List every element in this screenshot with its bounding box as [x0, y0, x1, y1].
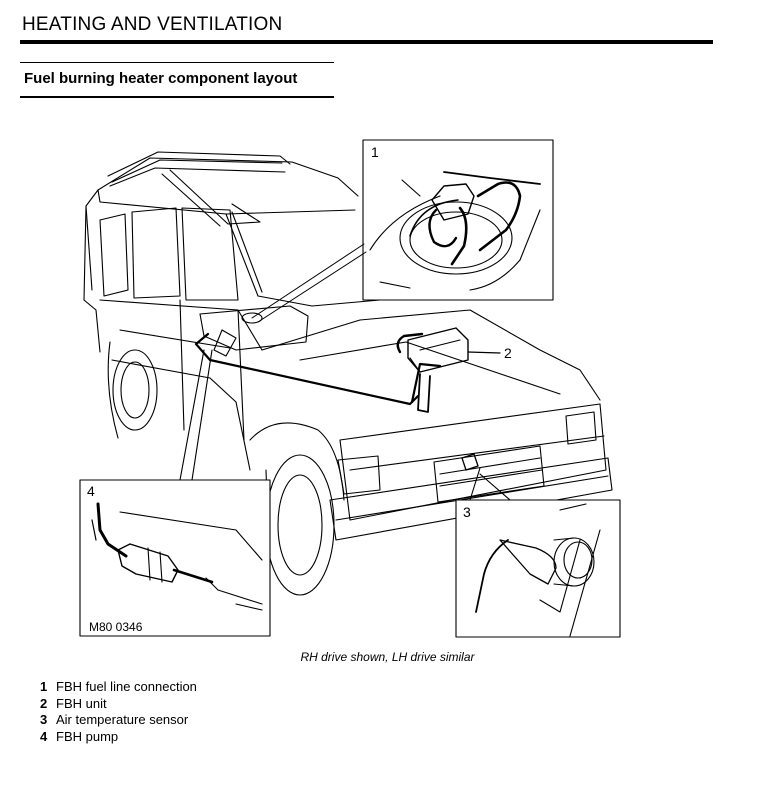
legend-number: 2	[40, 695, 48, 711]
legend-label: FBH unit	[56, 695, 107, 711]
component-legend: 1 FBH fuel line connection 2 FBH unit 3 …	[40, 679, 197, 745]
fbh-unit	[396, 327, 469, 413]
fuel-line	[194, 332, 420, 406]
legend-item: 1 FBH fuel line connection	[40, 679, 197, 696]
callout-number-4: 4	[87, 483, 95, 499]
callout-number-1: 1	[371, 144, 379, 160]
legend-number: 1	[40, 679, 48, 694]
component-layout-figure: 1 2 3 4 M80 0346	[79, 139, 621, 638]
callout-leader-2	[467, 351, 501, 354]
callout-box-3	[455, 467, 621, 638]
legend-label: FBH pump	[56, 728, 119, 744]
vehicle-illustration	[83, 151, 613, 596]
air-temp-sensor-location	[461, 453, 479, 471]
subsection-title: Fuel burning heater component layout	[24, 70, 298, 87]
legend-label: FBH fuel line connection	[56, 679, 197, 694]
legend-item: 2 FBH unit	[40, 696, 197, 713]
legend-number: 3	[40, 712, 48, 727]
subsection-divider	[20, 96, 334, 98]
callout-number-3: 3	[463, 504, 471, 520]
callout-number-2: 2	[504, 345, 512, 361]
legend-label: Air temperature sensor	[56, 712, 189, 727]
callout-box-4	[79, 349, 271, 637]
legend-item: 4 FBH pump	[40, 729, 197, 746]
legend-number: 4	[40, 728, 48, 744]
subsection-top-rule	[20, 62, 334, 63]
drawing-code: M80 0346	[89, 620, 143, 634]
section-title: HEATING AND VENTILATION	[22, 14, 283, 35]
section-divider	[20, 40, 713, 44]
legend-item: 3 Air temperature sensor	[40, 712, 197, 729]
figure-caption: RH drive shown, LH drive similar	[300, 650, 475, 664]
fuel-sender-unit	[241, 312, 263, 324]
callout-box-1	[251, 139, 554, 323]
